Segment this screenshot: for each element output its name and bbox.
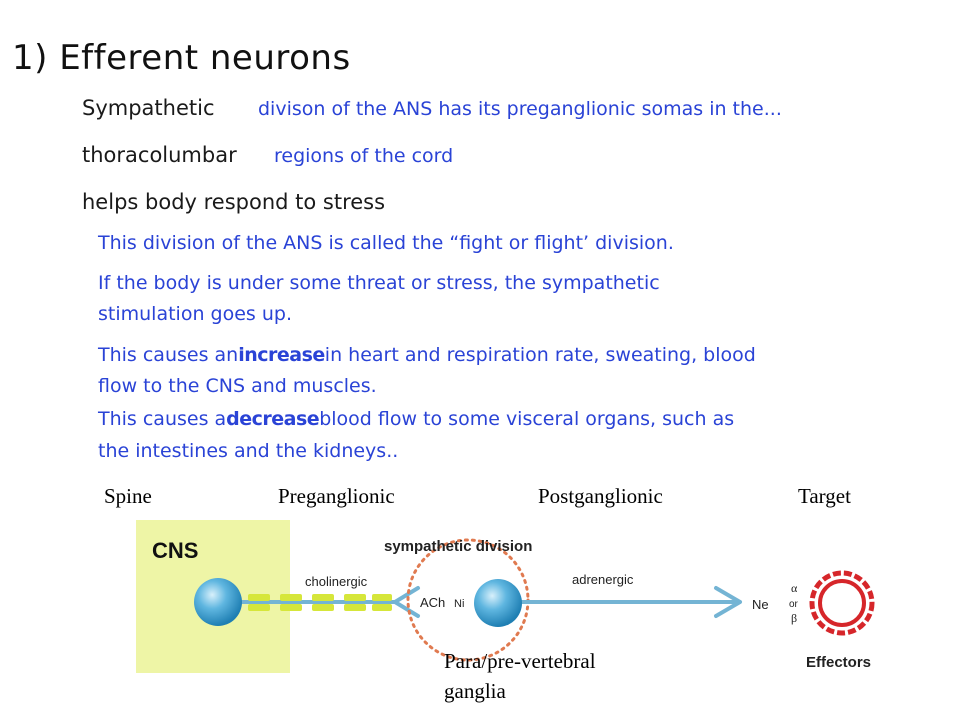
label-target: Target xyxy=(798,484,851,508)
effector-icon xyxy=(809,570,875,636)
effectors-label: Effectors xyxy=(806,654,871,671)
decrease-text-line-2: the intestines and the kidneys.. xyxy=(98,440,399,462)
postganglionic-terminal xyxy=(714,586,742,618)
decrease-suffix: blood flow to some visceral organs, such… xyxy=(319,408,735,430)
alpha-label: α xyxy=(791,581,798,595)
myelin-sheath xyxy=(248,594,392,611)
adrenergic-label: adrenergic xyxy=(572,572,634,587)
increase-text-line-2: flow to the CNS and muscles. xyxy=(98,375,377,397)
cholinergic-label: cholinergic xyxy=(305,574,368,589)
sympathetic-division-label: sympathetic division xyxy=(384,538,532,555)
page-title: 1) Efferent neurons xyxy=(12,38,351,78)
label-postganglionic: Postganglionic xyxy=(538,484,663,508)
ganglia-label: Para/pre-vertebral ganglia xyxy=(444,646,596,706)
cns-label: CNS xyxy=(152,538,198,563)
increase-text-line-1: This causes anincreasein heart and respi… xyxy=(98,344,756,366)
postganglionic-soma xyxy=(474,579,522,627)
decrease-text-line-1: This causes adecreaseblood flow to some … xyxy=(98,408,734,430)
decrease-prefix: This causes a xyxy=(98,408,227,430)
increase-prefix: This causes an xyxy=(98,344,239,366)
threat-text-line-1: If the body is under some threat or stre… xyxy=(98,272,660,294)
sympathetic-description: divison of the ANS has its preganglionic… xyxy=(258,98,782,120)
or-label: or xyxy=(789,599,799,610)
stress-line: helps body respond to stress xyxy=(82,190,386,214)
ganglia-label-line-1: Para/pre-vertebral xyxy=(444,649,596,673)
preganglionic-terminal xyxy=(393,586,420,618)
ne-label: Ne xyxy=(752,597,769,612)
increase-word: increase xyxy=(238,344,325,366)
preganglionic-soma xyxy=(194,578,242,626)
beta-label: β xyxy=(791,611,797,625)
ganglia-label-line-2: ganglia xyxy=(444,679,506,703)
thoracolumbar-description: regions of the cord xyxy=(274,145,454,167)
ni-label: Ni xyxy=(454,598,464,610)
decrease-word: decrease xyxy=(226,408,320,430)
thoracolumbar-word: thoracolumbar xyxy=(82,143,237,167)
threat-text-line-2: stimulation goes up. xyxy=(98,303,292,325)
label-preganglionic: Preganglionic xyxy=(278,484,395,508)
sympathetic-word: Sympathetic xyxy=(82,96,215,120)
ach-label: ACh xyxy=(420,595,445,610)
label-spine: Spine xyxy=(104,484,152,508)
fight-or-flight-text: This division of the ANS is called the “… xyxy=(98,232,674,254)
increase-suffix: in heart and respiration rate, sweating,… xyxy=(324,344,756,366)
